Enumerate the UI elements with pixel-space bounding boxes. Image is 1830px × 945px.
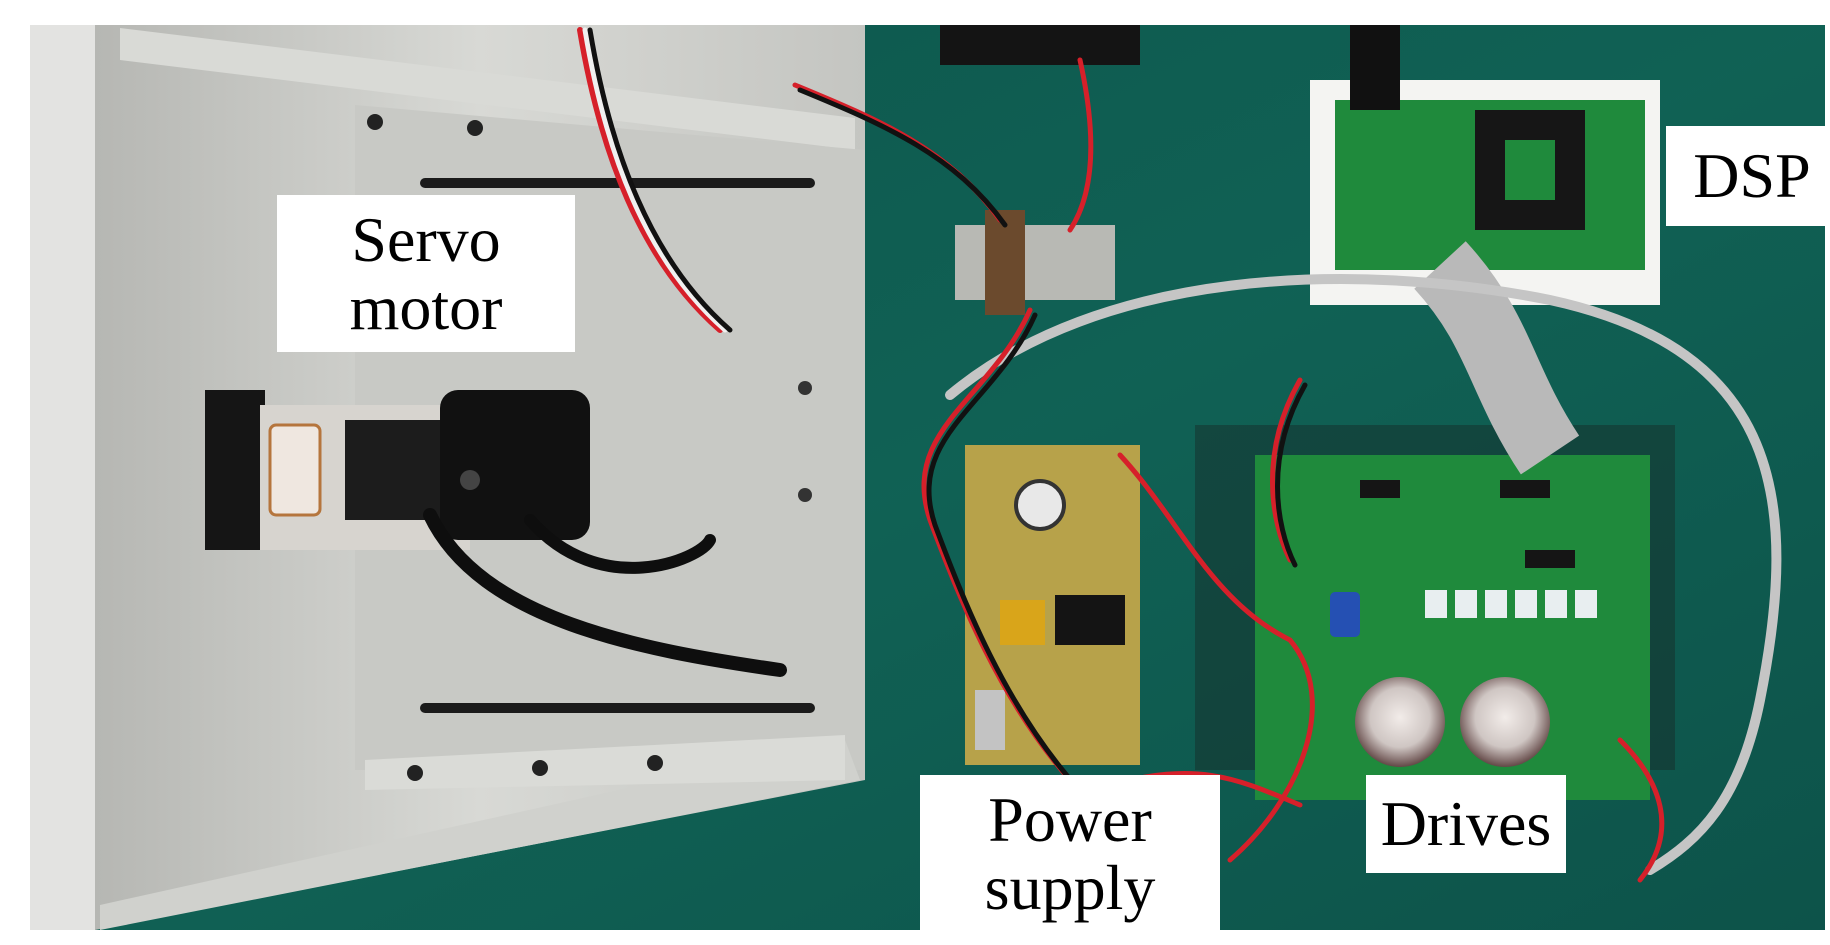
servo-motor <box>205 390 590 550</box>
dsp-label: DSP <box>1666 126 1830 226</box>
power-supply-label: Power supply <box>920 775 1220 933</box>
drives-label: Drives <box>1366 775 1566 873</box>
dsp-label-text: DSP <box>1693 140 1811 211</box>
drives-label-text: Drives <box>1380 788 1552 859</box>
servo-motor-label-line2: motor <box>349 271 503 343</box>
drive-board <box>1195 425 1675 800</box>
transformer <box>955 210 1115 315</box>
motor-cables <box>423 27 787 677</box>
red-black-wiring <box>792 57 1665 883</box>
terminal-block <box>940 25 1140 65</box>
servo-motor-label-line1: Servo <box>351 203 501 275</box>
power-supply-board <box>965 445 1140 765</box>
grey-signal-cable <box>945 274 1782 875</box>
power-supply-label-line2: supply <box>984 852 1156 923</box>
servo-motor-label: Servo motor <box>277 195 575 352</box>
power-supply-label-line1: Power <box>988 784 1152 855</box>
